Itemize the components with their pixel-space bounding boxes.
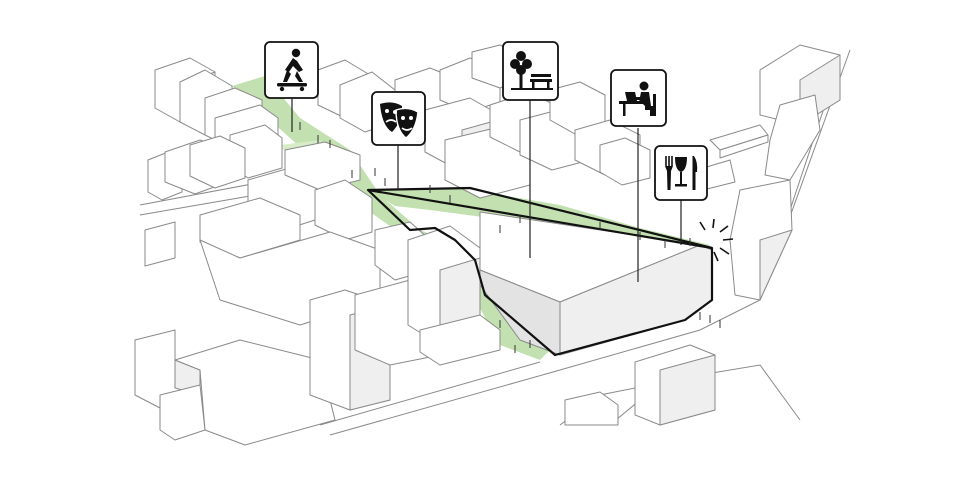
pedestrian-marks bbox=[291, 115, 721, 353]
buildings-right bbox=[729, 44, 841, 301]
activity-burst bbox=[699, 218, 734, 262]
skateboarder-icon bbox=[264, 41, 319, 99]
buildings-center-back bbox=[424, 81, 769, 199]
fork-glass-knife-icon bbox=[654, 145, 708, 201]
buildings-front-right bbox=[564, 344, 716, 426]
project-site bbox=[366, 186, 714, 357]
tree-bench-icon bbox=[502, 41, 559, 101]
icon-pins bbox=[291, 98, 682, 282]
site-boundary bbox=[366, 186, 714, 357]
buildings-front-left bbox=[134, 141, 501, 446]
theatre-masks-icon bbox=[371, 91, 426, 146]
person-at-laptop-icon bbox=[610, 69, 667, 127]
